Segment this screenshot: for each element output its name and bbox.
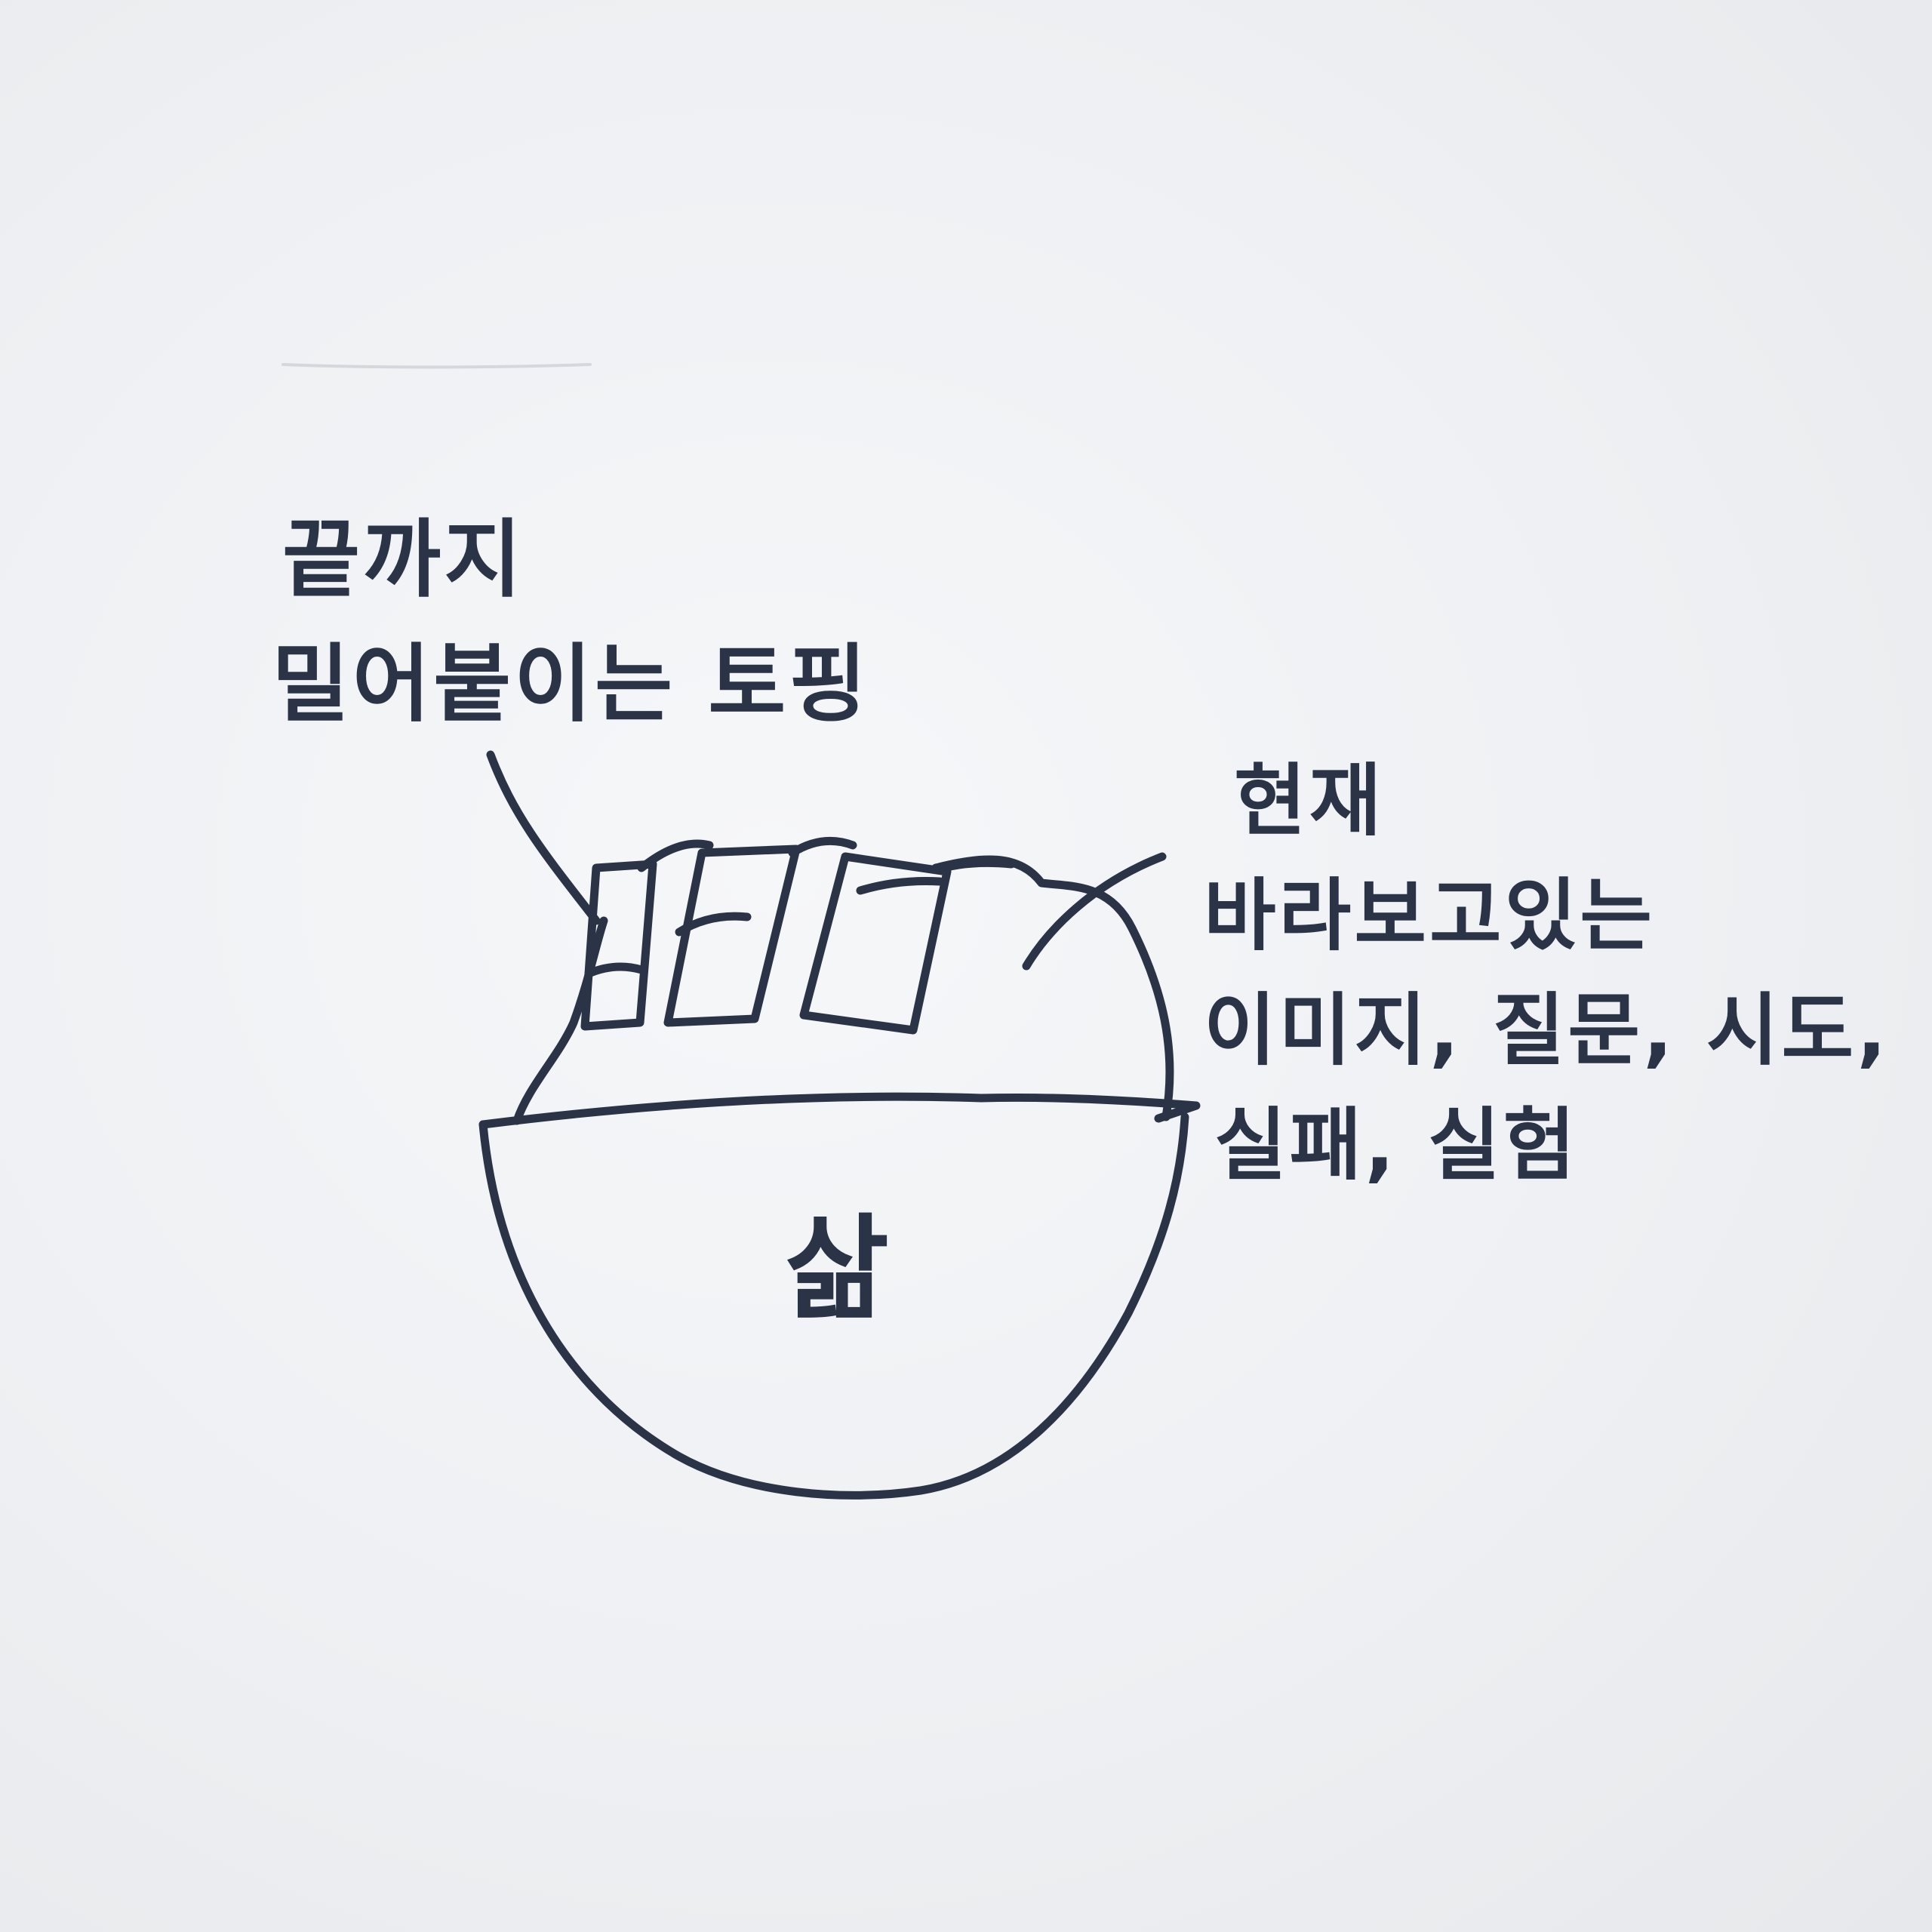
pencil-mark [281, 363, 592, 369]
right-annotation-line3: 이미지, 질문, 시도, [1204, 984, 1890, 1076]
topping-card-1-detail [584, 962, 646, 978]
left-annotation-line2: 밀어붙이는 토핑 [272, 635, 870, 734]
bowl-body [478, 1112, 1189, 1500]
bowl-rim [478, 1092, 1201, 1129]
topping-card-2-detail [675, 912, 752, 937]
bowl-center-label: 삶 [785, 1204, 890, 1335]
topping-card-2 [663, 844, 801, 1027]
right-annotation: 현재 바라보고있는 이미지, 질문, 시도, 실패, 실험 [1204, 743, 1890, 1202]
topping-card-arch [637, 836, 1016, 872]
topping-card-3-detail [856, 877, 944, 895]
topping-mound-right [931, 855, 1174, 1121]
right-annotation-line4: 실패, 실험 [1214, 1099, 1579, 1191]
left-annotation-line1: 끝까지 [282, 511, 525, 609]
topping-mound [512, 916, 608, 1125]
right-leader-line [1022, 852, 1167, 971]
topping-card-3 [799, 852, 952, 1035]
left-leader-line [486, 750, 601, 925]
right-annotation-line2: 바라보고있는 [1204, 869, 1656, 961]
right-annotation-line1: 현재 [1234, 755, 1385, 847]
left-annotation: 끝까지 밀어붙이는 토핑 [272, 498, 869, 747]
